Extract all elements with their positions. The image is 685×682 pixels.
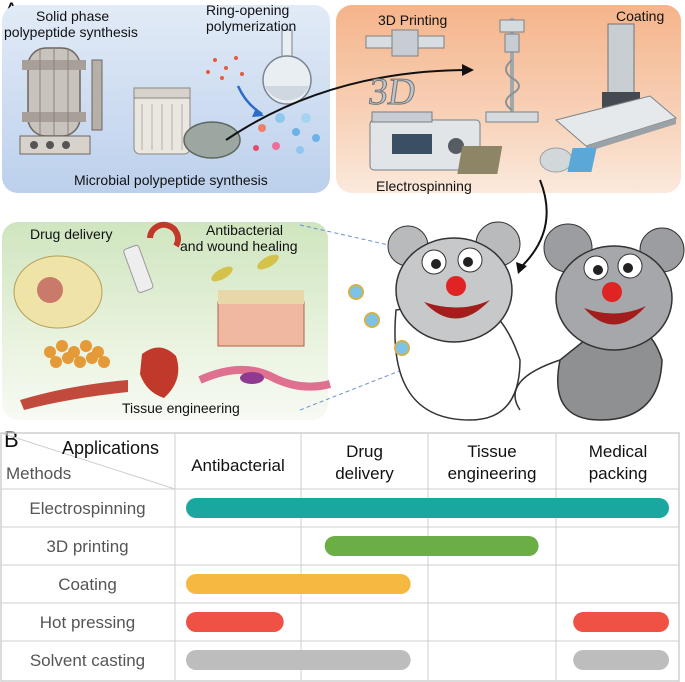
bar-solvent-casting-1 [573,650,669,670]
spinning-stand [485,18,539,123]
electrospinner-illustration [369,111,481,171]
application-illustrations [13,221,332,410]
bar-solvent-casting-0 [186,650,411,670]
flask-illustration [262,29,312,105]
col-tissue-line2: engineering [447,464,537,483]
label-ring-opening-1: Ring-opening [206,2,290,18]
bar-3d-printing-0 [324,536,539,556]
methods-applications-table: Applications Methods Antibacterial Drug … [0,432,680,682]
label-electrospinning: Electrospinning [376,178,472,194]
label-solid-phase-1: Solid phase [36,8,110,24]
label-coating: Coating [616,8,665,24]
label-tissue-engineering: Tissue engineering [122,400,240,416]
bar-hot-pressing-1 [573,612,669,632]
row-3d-printing: 3D printing [46,537,129,556]
label-antibacterial-1: Antibacterial [206,222,284,238]
label-microbial: Microbial polypeptide synthesis [74,172,268,188]
label-drug-delivery: Drug delivery [30,226,113,242]
col-drug-delivery-line2: delivery [335,464,394,483]
label-antibacterial-2: and wound healing [180,238,298,254]
fermenter-illustration [133,87,191,155]
col-antibacterial: Antibacterial [191,456,285,475]
col-medical-line1: Medical [588,442,648,461]
row-solvent-casting: Solvent casting [29,651,146,670]
bar-coating-0 [186,574,411,594]
row-coating: Coating [58,575,117,594]
petri-dish [183,121,241,159]
reactor-illustration [19,47,103,155]
fiber-mat [457,146,503,174]
bar-hot-pressing-0 [186,612,284,632]
bar-electrospinning-0 [186,498,669,518]
corner-applications: Applications [62,438,160,458]
col-drug-delivery-line1: Drug [346,442,383,461]
label-solid-phase-2: polypeptide synthesis [4,24,138,40]
svg-text:3D: 3D [366,71,418,113]
label-3d-printing: 3D Printing [378,12,448,28]
col-tissue-line1: Tissue [467,442,517,461]
panel-a-illustrations: 3D [13,18,685,421]
coating-machine [554,23,678,152]
row-electrospinning: Electrospinning [29,499,146,518]
mouse-left [387,221,521,421]
label-ring-opening-2: polymerization [206,18,297,34]
printer-illustration: 3D [365,29,445,113]
corner-methods: Methods [6,464,72,483]
row-hot-pressing: Hot pressing [39,613,136,632]
table-grid [0,432,680,682]
mouse-right [514,223,685,421]
col-medical-line2: packing [588,464,648,483]
